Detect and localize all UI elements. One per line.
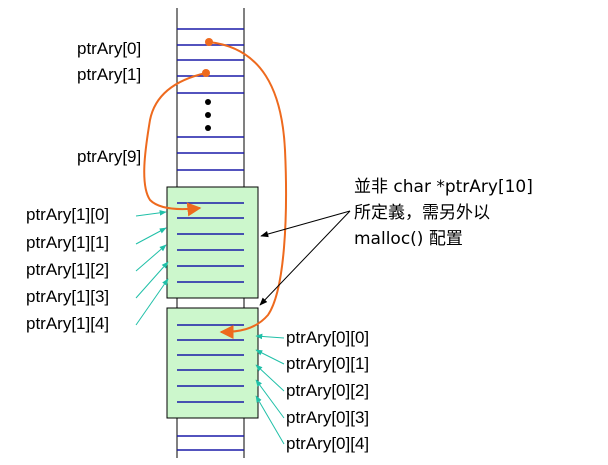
heap-block-ptrary1 bbox=[166, 186, 259, 299]
teal-arrows-block0 bbox=[255, 333, 285, 445]
note-arrow-block1 bbox=[260, 210, 351, 238]
teal-arrows-block1 bbox=[135, 210, 169, 326]
label-ptrary-0-4: ptrAry[0][4] bbox=[286, 434, 369, 453]
note-line-1: 並非 char *ptrAry[10] bbox=[354, 177, 533, 197]
label-ptrary-1-4: ptrAry[1][4] bbox=[26, 314, 109, 333]
label-ptrary-1-0: ptrAry[1][0] bbox=[26, 205, 109, 224]
pointer-dot-ptrary0 bbox=[205, 38, 213, 46]
note-line-2: 所定義，需另外以 bbox=[354, 203, 490, 223]
teal-arrow bbox=[135, 278, 169, 326]
memory-slot-lines bbox=[177, 28, 244, 451]
label-ptrary-9: ptrAry[9] bbox=[77, 147, 141, 166]
note-line-3: malloc() 配置 bbox=[354, 229, 463, 249]
teal-arrow bbox=[255, 395, 285, 445]
label-ptrary-0: ptrAry[0] bbox=[77, 39, 141, 58]
label-ptrary-0-0: ptrAry[0][0] bbox=[286, 328, 369, 347]
pointer-arrow-ptrary1 bbox=[143, 72, 207, 217]
teal-arrow bbox=[135, 210, 167, 217]
teal-arrow bbox=[135, 261, 169, 299]
label-ptrary-0-2: ptrAry[0][2] bbox=[286, 381, 369, 400]
teal-arrow bbox=[255, 379, 285, 419]
label-ptrary-1: ptrAry[1] bbox=[77, 65, 141, 84]
pointer-arrow-ptrary0 bbox=[208, 41, 288, 339]
teal-arrow bbox=[255, 364, 285, 392]
teal-arrow bbox=[255, 333, 285, 340]
teal-arrow bbox=[135, 244, 167, 272]
teal-arrow bbox=[255, 349, 285, 365]
label-ptrary-1-1: ptrAry[1][1] bbox=[26, 233, 109, 252]
label-ptrary-0-3: ptrAry[0][3] bbox=[286, 408, 369, 427]
note-arrow-block0 bbox=[259, 210, 351, 306]
ellipsis-dot bbox=[205, 125, 211, 131]
label-ptrary-0-1: ptrAry[0][1] bbox=[286, 354, 369, 373]
label-ptrary-1-2: ptrAry[1][2] bbox=[26, 260, 109, 279]
label-ptrary-1-3: ptrAry[1][3] bbox=[26, 287, 109, 306]
ellipsis-dot bbox=[205, 112, 211, 118]
teal-arrow bbox=[135, 227, 167, 245]
ellipsis-dot bbox=[205, 99, 211, 105]
pointer-dot-ptrary1 bbox=[202, 69, 210, 77]
